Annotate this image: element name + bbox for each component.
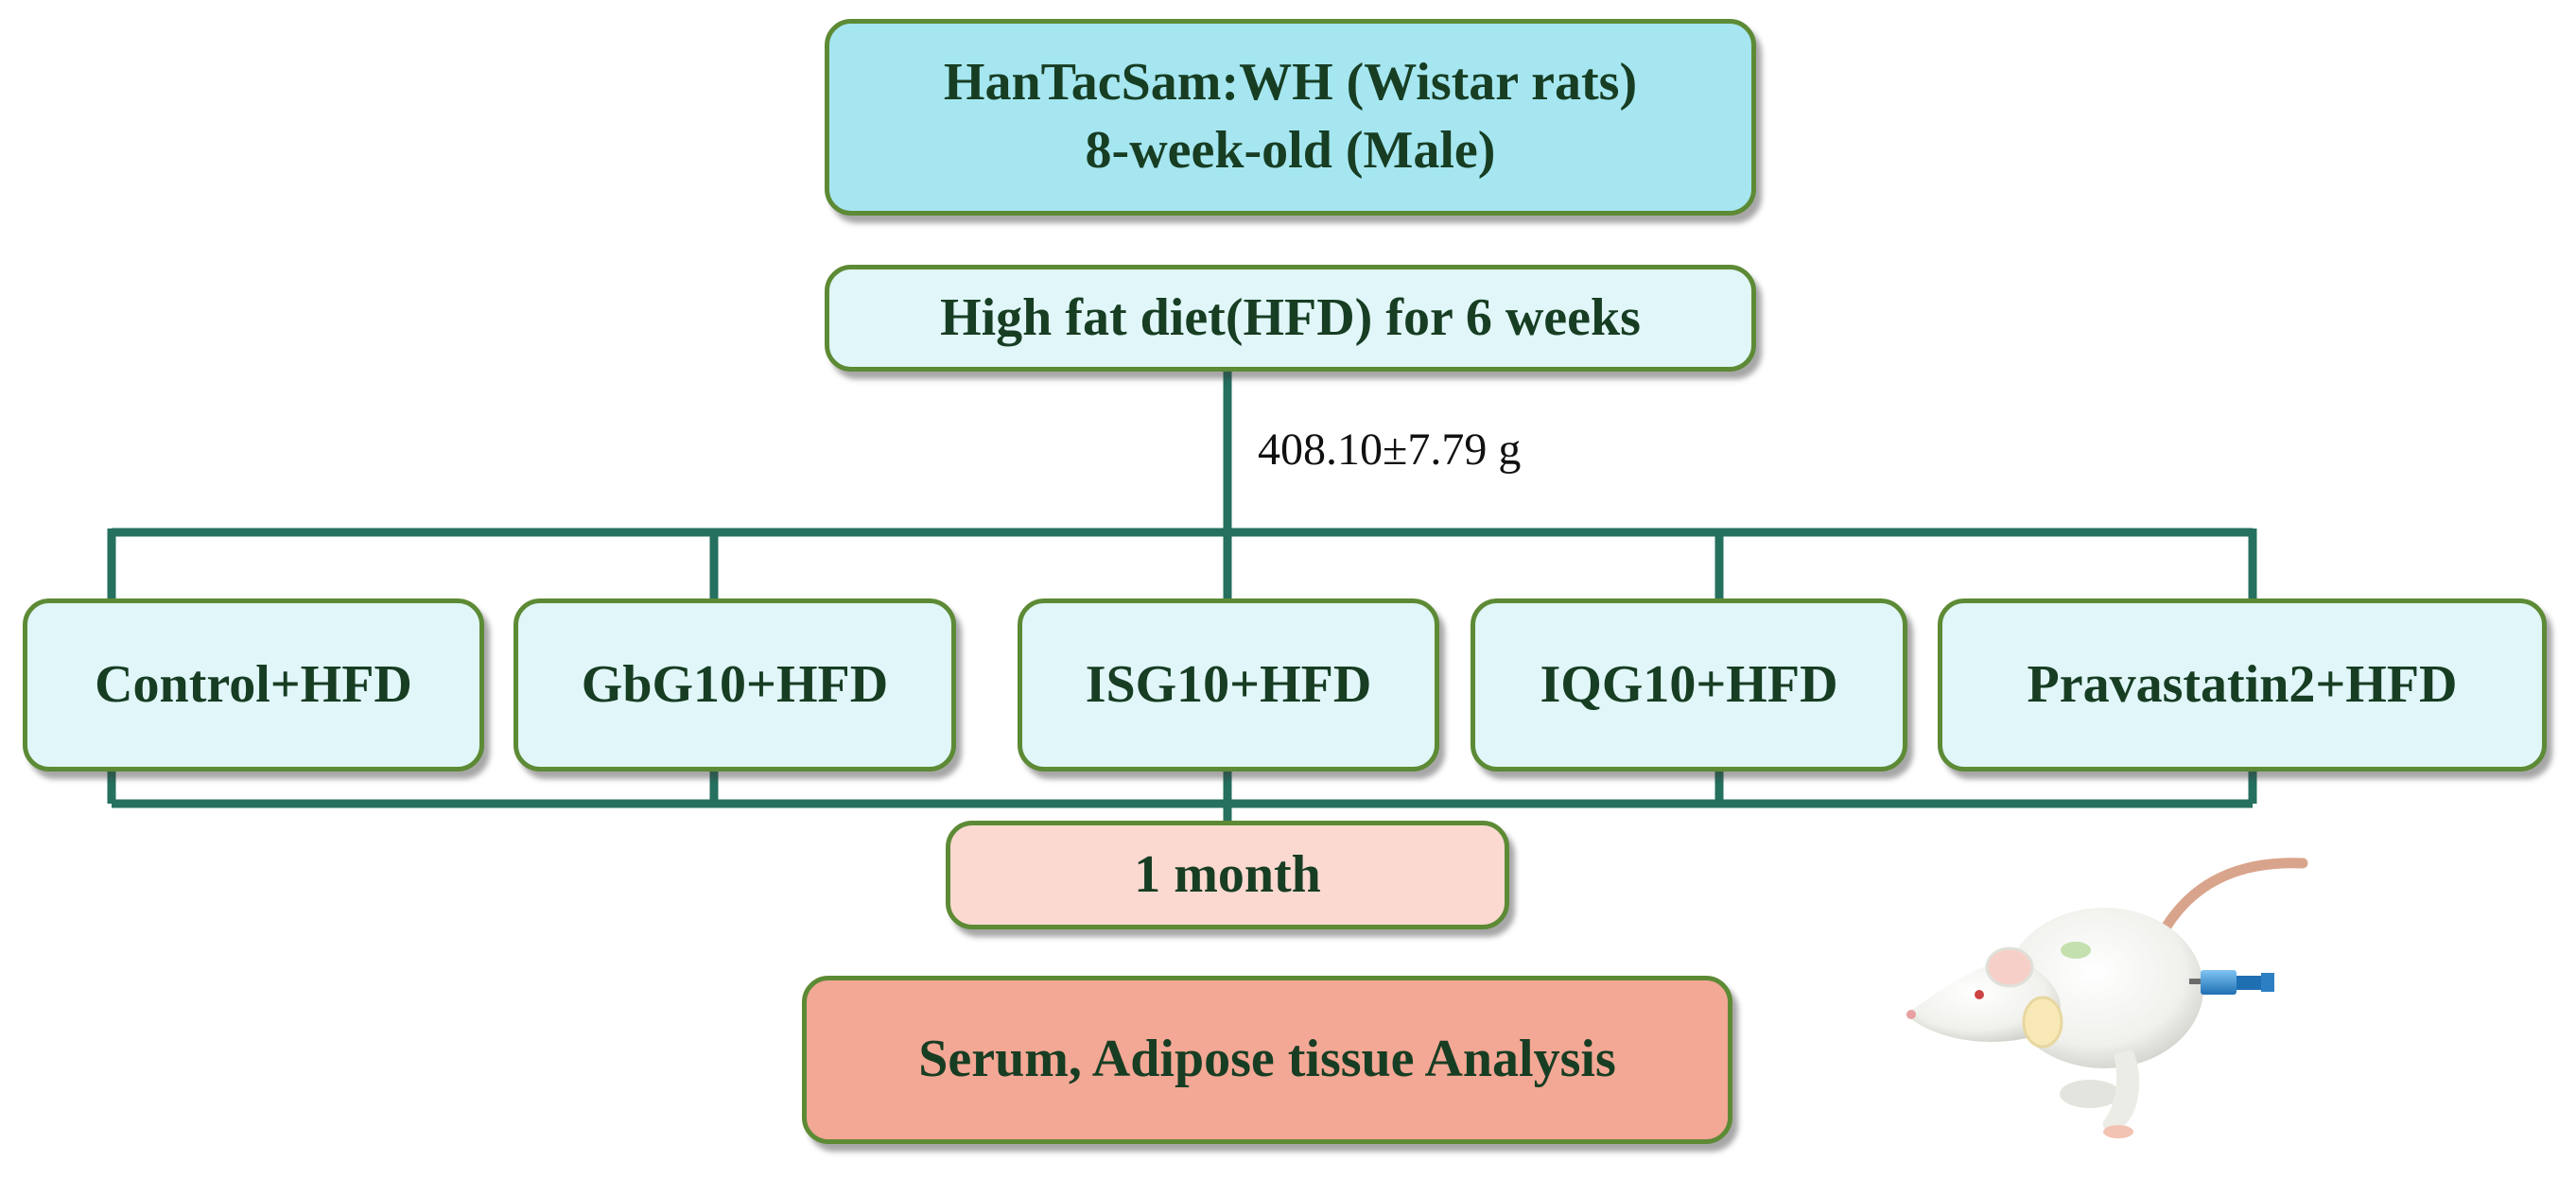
group-pravastatin2: Pravastatin2+HFD — [1938, 598, 2547, 772]
diet-box: High fat diet(HFD) for 6 weeks — [825, 265, 1756, 372]
animal-age-sex-text: 8-week-old (Male) — [1085, 121, 1496, 180]
diet-text: High fat diet(HFD) for 6 weeks — [940, 287, 1641, 347]
duration-box: 1 month — [946, 821, 1509, 929]
group-label: Control+HFD — [95, 654, 412, 714]
group-control: Control+HFD — [23, 598, 484, 772]
group-isg10: ISG10+HFD — [1018, 598, 1439, 772]
analysis-box: Serum, Adipose tissue Analysis — [802, 976, 1732, 1144]
body-weight-label: 408.10±7.79 g — [1258, 425, 1522, 475]
group-label: IQG10+HFD — [1540, 654, 1838, 714]
animal-strain-text: HanTacSam:WH (Wistar rats) — [943, 53, 1638, 113]
analysis-text: Serum, Adipose tissue Analysis — [918, 1030, 1616, 1089]
group-iqg10: IQG10+HFD — [1471, 598, 1907, 772]
rat-illustration — [1906, 858, 2308, 1138]
group-label: GbG10+HFD — [581, 654, 889, 714]
animal-model-box: HanTacSam:WH (Wistar rats) 8-week-old (M… — [825, 19, 1756, 216]
group-gbg10: GbG10+HFD — [513, 598, 956, 772]
duration-text: 1 month — [1134, 844, 1321, 904]
group-label: ISG10+HFD — [1085, 654, 1372, 714]
group-label: Pravastatin2+HFD — [2027, 654, 2458, 714]
